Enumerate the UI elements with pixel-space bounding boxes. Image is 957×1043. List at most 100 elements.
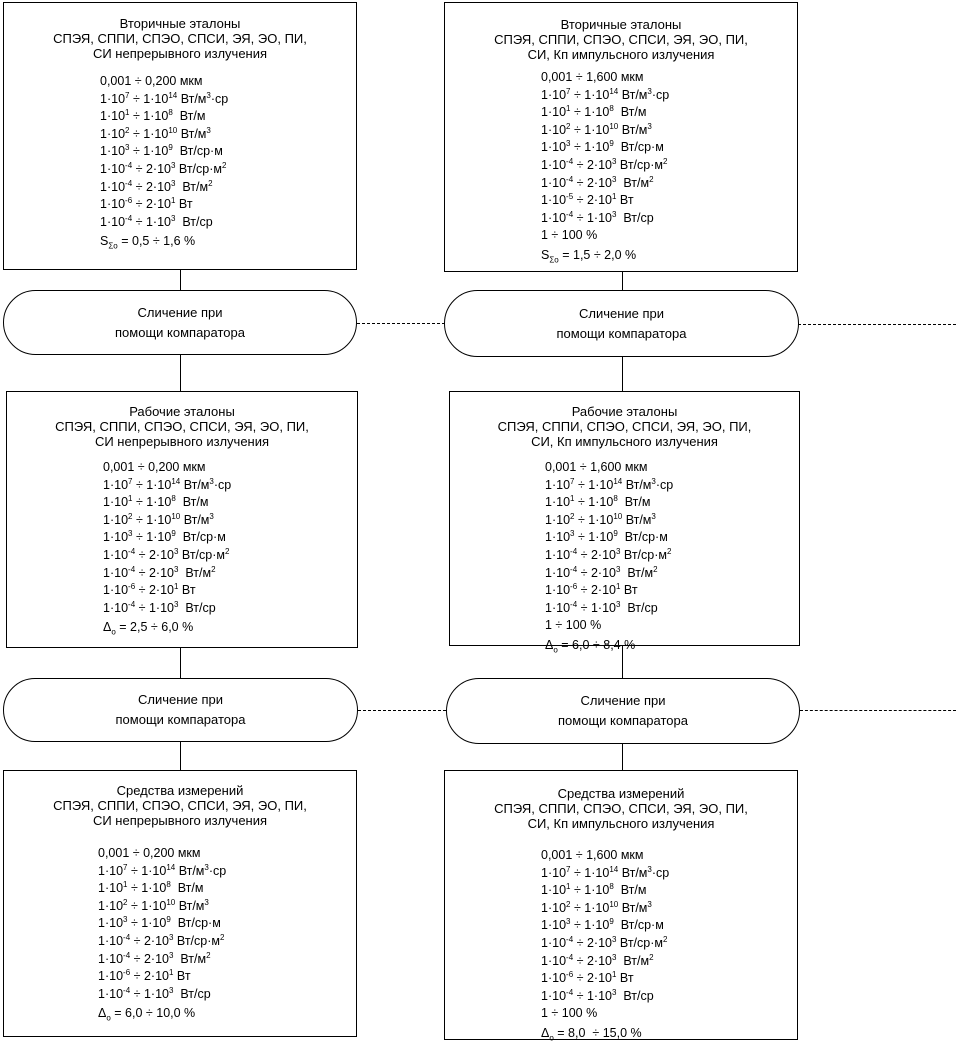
range-item: 1·10-4 ÷ 2·103 Вт/ср·м2 xyxy=(541,156,668,172)
range-list: 0,001 ÷ 0,200 мкм 1·107 ÷ 1·1014 Вт/м3·ср… xyxy=(103,459,231,637)
range-list: 0,001 ÷ 0,200 мкм 1·107 ÷ 1·1014 Вт/м3·ср… xyxy=(100,73,228,251)
range-item: 1·101 ÷ 1·108 Вт/м xyxy=(541,104,647,120)
range-item: 1·10-4 ÷ 2·103 Вт/ср·м2 xyxy=(100,160,227,176)
box-title: Вторичные эталоны xyxy=(560,17,682,32)
range-item: 1·10-6 ÷ 2·101 Вт xyxy=(100,196,193,212)
range-item: 1·10-4 ÷ 1·103 Вт/ср xyxy=(545,599,658,615)
range-item: 1·107 ÷ 1·1014 Вт/м3·ср xyxy=(541,86,670,102)
range-item: 1·102 ÷ 1·1010 Вт/м3 xyxy=(100,125,211,141)
box-working-standards-continuous: Рабочие эталоны СПЭЯ, СППИ, СПЭО, СПСИ, … xyxy=(6,391,358,648)
range-item: 0,001 ÷ 0,200 мкм xyxy=(98,846,201,860)
dashed-link-1 xyxy=(357,323,445,324)
box-title: Вторичные эталоны xyxy=(119,16,241,31)
range-item: 1·103 ÷ 1·109 Вт/ср·м xyxy=(541,917,664,933)
comparator-line2: помощи компаратора xyxy=(556,325,687,341)
box-title: Рабочие эталоны xyxy=(571,404,678,419)
range-list: 0,001 ÷ 1,600 мкм 1·107 ÷ 1·1014 Вт/м3·ср… xyxy=(545,459,673,655)
range-item: 1·10-4 ÷ 2·103 Вт/м2 xyxy=(541,952,654,968)
box-devices: СПЭЯ, СППИ, СПЭО, СПСИ, ЭЯ, ЭО, ПИ, xyxy=(494,801,748,816)
box-measuring-instruments-pulsed: Средства измерений СПЭЯ, СППИ, СПЭО, СПС… xyxy=(444,770,798,1043)
connector-left-3 xyxy=(180,648,181,678)
range-item: 1 ÷ 100 % xyxy=(541,228,598,243)
range-item: 1 ÷ 100 % xyxy=(541,1006,598,1021)
range-item: 1·103 ÷ 1·109 Вт/ср·м xyxy=(98,915,221,931)
range-item: 1·10-4 ÷ 1·103 Вт/ср xyxy=(541,987,654,1003)
range-item: 1·102 ÷ 1·1010 Вт/м3 xyxy=(545,511,656,527)
box-devices: СПЭЯ, СППИ, СПЭО, СПСИ, ЭЯ, ЭО, ПИ, xyxy=(55,419,309,434)
range-list: 0,001 ÷ 0,200 мкм 1·107 ÷ 1·1014 Вт/м3·ср… xyxy=(98,845,226,1023)
connector-right-3 xyxy=(622,646,623,678)
connector-left-2 xyxy=(180,355,181,391)
range-item: 1·107 ÷ 1·1014 Вт/м3·ср xyxy=(100,90,229,106)
box-title: Средства измерений xyxy=(116,783,244,798)
dashed-link-2 xyxy=(798,324,956,325)
box-radiation-type: СИ, Кп импульсного излучения xyxy=(527,47,715,62)
range-item: 1·102 ÷ 1·1010 Вт/м3 xyxy=(541,121,652,137)
range-item: 1·103 ÷ 1·109 Вт/ср·м xyxy=(103,529,226,545)
comparator-line1: Сличение при xyxy=(580,693,666,708)
range-item: 1·10-4 ÷ 2·103 Вт/м2 xyxy=(541,174,654,190)
range-item: 0,001 ÷ 0,200 мкм xyxy=(100,74,203,88)
range-item: 1·10-4 ÷ 2·103 Вт/м2 xyxy=(98,950,211,966)
range-item: 1·10-4 ÷ 1·103 Вт/ср xyxy=(103,599,216,615)
range-item: 1·101 ÷ 1·108 Вт/м xyxy=(541,882,647,898)
dashed-link-3 xyxy=(358,710,446,711)
range-item: 0,001 ÷ 1,600 мкм xyxy=(545,460,648,474)
connector-left-1 xyxy=(180,270,181,290)
box-radiation-type: СИ, Кп импульсного излучения xyxy=(527,816,715,831)
connector-right-4 xyxy=(622,744,623,770)
box-devices: СПЭЯ, СППИ, СПЭО, СПСИ, ЭЯ, ЭО, ПИ, xyxy=(53,31,307,46)
range-item: 1·10-6 ÷ 2·101 Вт xyxy=(545,582,638,598)
box-secondary-standards-continuous: Вторичные эталоны СПЭЯ, СППИ, СПЭО, СПСИ… xyxy=(3,2,357,270)
range-item: 1·10-4 ÷ 2·103 Вт/ср·м2 xyxy=(545,546,672,562)
error-value: SΣo = 1,5 ÷ 2,0 % xyxy=(541,247,637,265)
range-item: 1·101 ÷ 1·108 Вт/м xyxy=(100,108,206,124)
box-measuring-instruments-continuous: Средства измерений СПЭЯ, СППИ, СПЭО, СПС… xyxy=(3,770,357,1037)
box-title: Средства измерений xyxy=(557,786,685,801)
range-item: 0,001 ÷ 1,600 мкм xyxy=(541,848,644,862)
box-secondary-standards-pulsed: Вторичные эталоны СПЭЯ, СППИ, СПЭО, СПСИ… xyxy=(444,2,798,272)
comparator-line1: Сличение при xyxy=(137,692,224,707)
comparator-line2: помощи компаратора xyxy=(115,324,245,340)
range-item: 1·101 ÷ 1·108 Вт/м xyxy=(103,494,209,510)
range-item: 1·107 ÷ 1·1014 Вт/м3·ср xyxy=(541,864,670,880)
comparator-node-right-1: Сличение при помощи компаратора xyxy=(444,290,799,357)
range-item: 1·101 ÷ 1·108 Вт/м xyxy=(545,494,651,510)
connector-left-4 xyxy=(180,742,181,770)
range-list: 0,001 ÷ 1,600 мкм 1·107 ÷ 1·1014 Вт/м3·ср… xyxy=(541,847,669,1043)
connector-right-2 xyxy=(622,357,623,391)
box-devices: СПЭЯ, СППИ, СПЭО, СПСИ, ЭЯ, ЭО, ПИ, xyxy=(497,419,752,434)
range-item: 1·10-4 ÷ 1·103 Вт/ср xyxy=(98,985,211,1001)
comparator-line1: Сличение при xyxy=(578,305,665,321)
range-item: 1·10-4 ÷ 2·103 Вт/м2 xyxy=(103,564,216,580)
range-item: 1·103 ÷ 1·109 Вт/ср·м xyxy=(100,143,223,159)
box-title: Рабочие эталоны xyxy=(129,404,235,419)
error-value: Δo = 6,0 ÷ 10,0 % xyxy=(98,1006,196,1023)
error-value: Δo = 2,5 ÷ 6,0 % xyxy=(103,620,194,637)
range-item: 1·102 ÷ 1·1010 Вт/м3 xyxy=(541,899,652,915)
range-item: 1·10-4 ÷ 2·103 Вт/м2 xyxy=(100,178,213,194)
range-item: 1·10-6 ÷ 2·101 Вт xyxy=(103,582,196,598)
range-item: 1·101 ÷ 1·108 Вт/м xyxy=(98,880,204,896)
comparator-line1: Сличение при xyxy=(137,304,223,320)
comparator-node-right-2: Сличение при помощи компаратора xyxy=(446,678,800,744)
range-item: 1·107 ÷ 1·1014 Вт/м3·ср xyxy=(545,476,674,492)
range-item: 1·10-5 ÷ 2·101 Вт xyxy=(541,192,634,208)
dashed-link-4 xyxy=(800,710,956,711)
range-item: 1·107 ÷ 1·1014 Вт/м3·ср xyxy=(103,476,232,492)
range-item: 1·10-6 ÷ 2·101 Вт xyxy=(541,970,634,986)
range-item: 1·107 ÷ 1·1014 Вт/м3·ср xyxy=(98,862,227,878)
error-value: Δo = 8,0 ÷ 15,0 % xyxy=(541,1025,642,1043)
box-devices: СПЭЯ, СППИ, СПЭО, СПСИ, ЭЯ, ЭО, ПИ, xyxy=(53,798,307,813)
box-devices: СПЭЯ, СППИ, СПЭО, СПСИ, ЭЯ, ЭО, ПИ, xyxy=(494,32,748,47)
comparator-line2: помощи компаратора xyxy=(558,713,688,728)
range-item: 0,001 ÷ 0,200 мкм xyxy=(103,460,206,474)
range-item: 1·10-4 ÷ 2·103 Вт/м2 xyxy=(545,564,658,580)
comparator-node-left-2: Сличение при помощи компаратора xyxy=(3,678,358,742)
range-item: 1·10-4 ÷ 2·103 Вт/ср·м2 xyxy=(541,934,668,950)
range-item: 1·103 ÷ 1·109 Вт/ср·м xyxy=(541,139,664,155)
box-radiation-type: СИ непрерывного излучения xyxy=(94,434,270,449)
box-working-standards-pulsed: Рабочие эталоны СПЭЯ, СППИ, СПЭО, СПСИ, … xyxy=(449,391,800,654)
error-value: Δo = 6,0 ÷ 8,4 % xyxy=(545,637,636,655)
box-radiation-type: СИ, Кп импульсного излучения xyxy=(531,434,718,449)
